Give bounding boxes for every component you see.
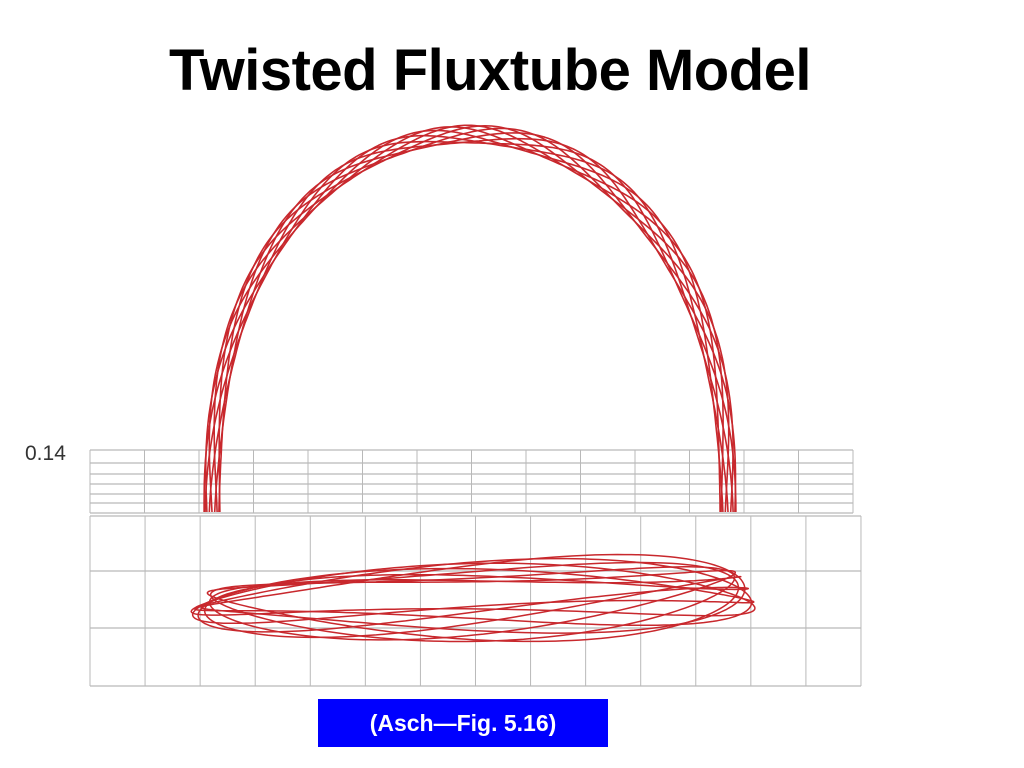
- fieldline-top-loop: [191, 567, 755, 625]
- fieldline-arch: [208, 132, 734, 513]
- fieldline-top-loop: [193, 557, 753, 627]
- fieldline-top-loop: [203, 575, 742, 639]
- fieldline-arch: [205, 134, 734, 513]
- fieldline-arch: [213, 126, 724, 513]
- fieldline-top-loop: [209, 566, 736, 643]
- slide-title: Twisted Fluxtube Model: [168, 38, 812, 103]
- fieldline-arch: [208, 129, 729, 513]
- fieldline-arch: [203, 140, 737, 513]
- fieldline-top-loop: [208, 569, 737, 641]
- figure-caption: (Asch—Fig. 5.16): [369, 709, 557, 736]
- fieldline-arches: [203, 124, 737, 513]
- fieldline-top-loop: [206, 561, 740, 643]
- top-view-grid: [89, 515, 862, 687]
- axis-tick-label: 0.14: [25, 442, 66, 465]
- fieldline-arch: [218, 124, 721, 513]
- fieldline-arch: [204, 137, 737, 513]
- figure-caption-box: (Asch—Fig. 5.16): [318, 699, 608, 747]
- fieldline-top-loops: [190, 553, 756, 643]
- fieldline-top-loop: [200, 553, 746, 634]
